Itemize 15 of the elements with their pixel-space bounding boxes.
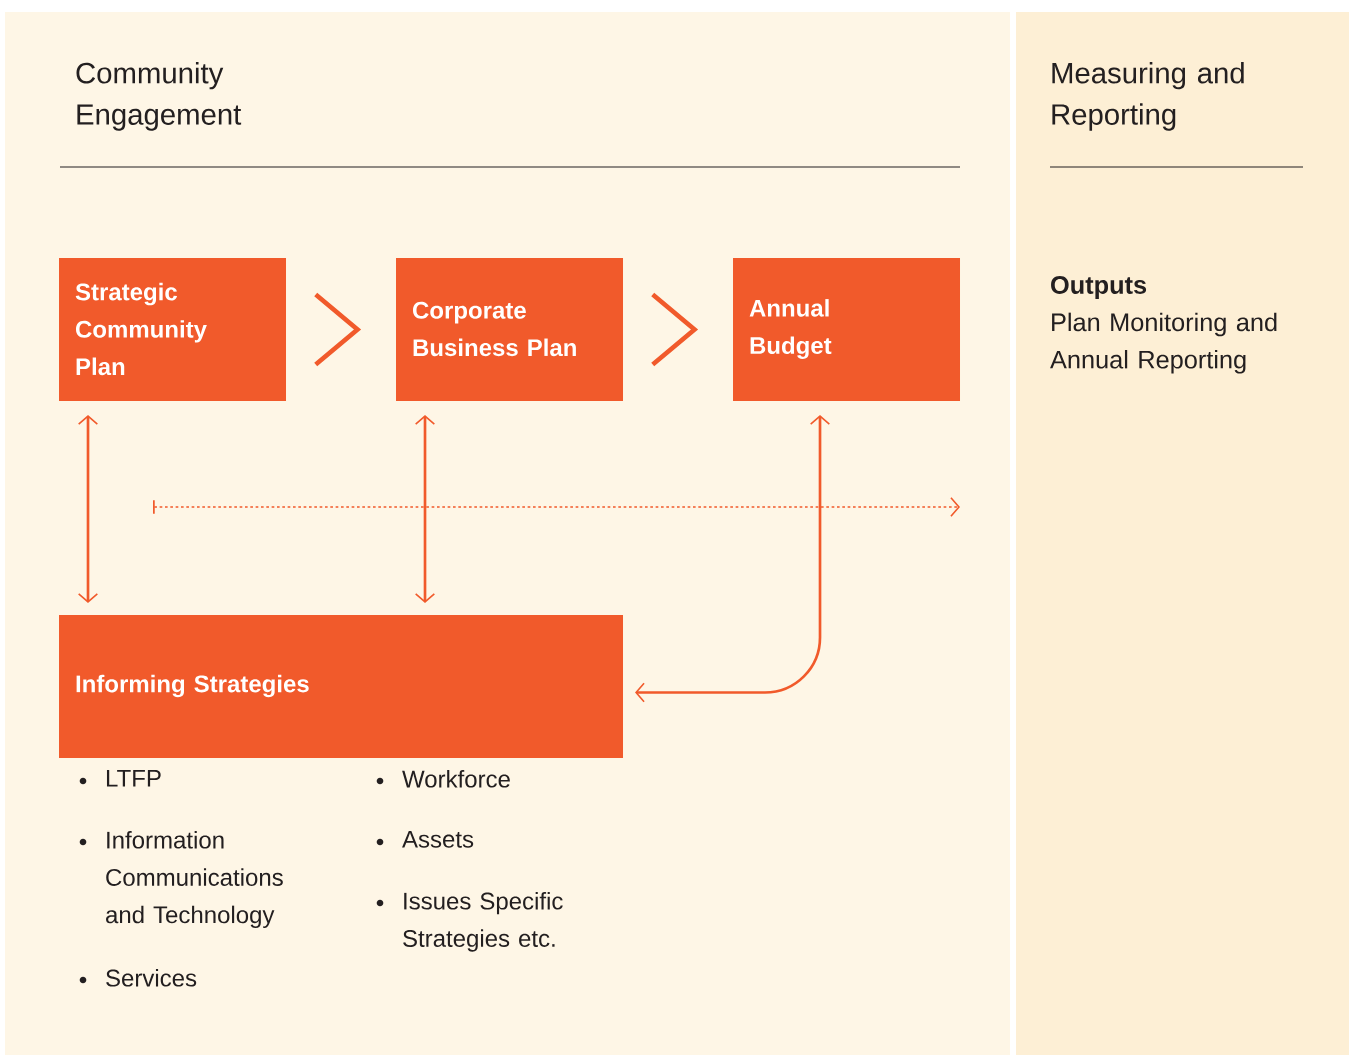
- panel-background: Measuring and Reporting Outputs Plan Monitoring and Annual Reporting: [1016, 12, 1349, 1055]
- bullet-item: Assets: [376, 831, 474, 848]
- arrow: [635, 415, 831, 703]
- process-box: Informing Strategies: [59, 615, 623, 758]
- arrow: [414, 415, 436, 603]
- bullet-item: Workforce: [376, 770, 510, 788]
- bullet-item: Information Communications and Technology: [79, 831, 283, 929]
- process-box: Strategic Community Plan: [59, 258, 286, 401]
- process-box: Corporate Business Plan: [396, 258, 623, 401]
- bullet-item: Services: [79, 969, 197, 987]
- process-box: Annual Budget: [733, 258, 960, 401]
- bullet-item: Issues Specific Strategies etc.: [376, 892, 563, 952]
- dotted-arrow: [153, 496, 960, 518]
- bullet-item: LTFP: [79, 770, 161, 787]
- arrow: [77, 415, 99, 603]
